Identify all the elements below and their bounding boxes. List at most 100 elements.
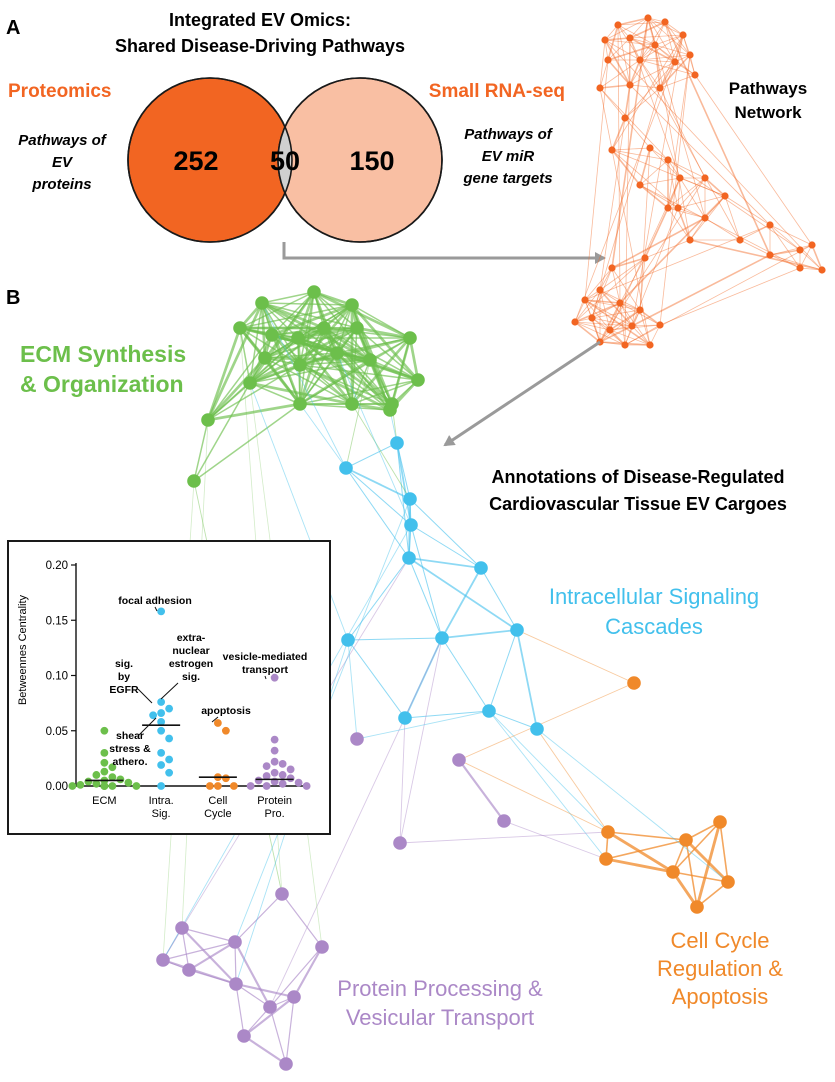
small-network-edge	[689, 217, 706, 241]
small-network-edge	[769, 224, 813, 246]
small-network-edge	[677, 207, 706, 219]
network-edge	[347, 557, 410, 641]
small-network-edge	[584, 59, 609, 301]
small-network-edge	[599, 289, 621, 304]
network-edge	[396, 442, 412, 526]
small-network-node	[644, 14, 652, 22]
small-network-node	[664, 204, 672, 212]
venn-left-desc-3: proteins	[31, 176, 91, 193]
small-network-node	[686, 236, 694, 244]
small-network-edges	[574, 17, 823, 346]
small-network-edge	[574, 321, 633, 327]
small-network-node	[626, 81, 634, 89]
network-edge	[249, 382, 301, 405]
small-network-edge	[639, 17, 649, 61]
data-point	[246, 782, 255, 790]
small-network-edge	[611, 257, 646, 269]
annotation-estrogen-3: estrogen	[169, 658, 213, 670]
small-network-edge	[607, 59, 631, 86]
network-edge	[685, 839, 698, 908]
small-network-edge	[667, 177, 706, 209]
network-edge	[249, 327, 325, 384]
annotation-shear-1: shear	[116, 730, 144, 742]
network-node	[363, 353, 377, 367]
small-network-edge	[647, 17, 706, 219]
small-network-node	[616, 299, 624, 307]
network-edge	[249, 302, 263, 384]
network-node	[237, 1029, 251, 1043]
network-edge	[269, 637, 443, 1008]
network-edge	[408, 557, 443, 639]
small-network-edge	[629, 44, 656, 86]
network-edge	[409, 498, 482, 569]
small-network-edge	[599, 87, 651, 346]
small-network-edge	[679, 177, 726, 197]
data-point	[92, 779, 101, 788]
network-node	[293, 358, 307, 372]
small-network-nodes	[571, 14, 826, 349]
small-network-node	[671, 58, 679, 66]
network-edge	[488, 710, 607, 860]
small-network-edge	[664, 21, 691, 56]
venn-overlap-count: 50	[270, 146, 300, 176]
network-node	[713, 815, 727, 829]
annotation-estrogen-4: sig.	[182, 671, 200, 683]
small-network-edge	[677, 177, 706, 209]
small-network-edge	[604, 17, 649, 41]
cluster-label-intra-1: Intracellular Signaling	[549, 584, 759, 609]
network-edge	[408, 557, 518, 631]
network-edge	[345, 467, 410, 559]
network-edge	[607, 831, 687, 841]
network-node	[265, 328, 279, 342]
small-network-edge	[617, 24, 621, 304]
small-network-edge	[644, 207, 669, 259]
network-edge	[516, 629, 635, 684]
small-network-edge	[694, 74, 813, 246]
small-network-edge	[639, 257, 646, 311]
small-network-edge	[604, 37, 631, 41]
network-node	[228, 935, 242, 949]
network-edge	[441, 567, 482, 639]
small-network-edge	[667, 159, 706, 179]
small-network-node	[596, 84, 604, 92]
cluster-label-ecm-2: & Organization	[20, 371, 184, 397]
y-tick-label: 0.15	[46, 615, 68, 627]
network-edge	[239, 327, 251, 384]
data-point	[132, 782, 141, 790]
small-network-edge	[654, 21, 666, 46]
small-network-node	[674, 204, 682, 212]
small-network-node	[661, 18, 669, 26]
network-edge	[235, 982, 295, 999]
data-point	[270, 735, 279, 744]
venn-left-outline	[127, 77, 293, 243]
cluster-label-protein-2: Vesicular Transport	[346, 1005, 534, 1030]
annotation-estrogen-2: nuclear	[172, 645, 209, 657]
network-title-1: Pathways	[729, 79, 807, 98]
network-node	[666, 865, 680, 879]
network-edge	[239, 304, 353, 329]
network-edge	[249, 381, 353, 406]
network-edge	[536, 728, 609, 833]
x-tick-label: ECM	[92, 795, 116, 807]
cluster-label-intra-2: Cascades	[605, 614, 703, 639]
network-edge	[441, 637, 490, 712]
small-network-node	[796, 264, 804, 272]
small-network-edge	[584, 299, 651, 346]
network-edge	[408, 557, 482, 569]
small-network-node	[656, 84, 664, 92]
small-network-edge	[659, 74, 696, 89]
small-network-edge	[769, 254, 801, 269]
network-edge	[336, 352, 412, 526]
network-node	[690, 900, 704, 914]
network-edge	[410, 524, 443, 639]
data-point	[157, 709, 166, 717]
network-edge	[261, 291, 315, 304]
data-point	[205, 782, 214, 790]
data-point	[157, 607, 166, 616]
network-node	[330, 346, 344, 360]
small-network-edge	[654, 44, 661, 89]
small-network-edge	[649, 147, 669, 161]
small-network-edge	[654, 44, 691, 241]
small-network-edge	[584, 299, 641, 311]
